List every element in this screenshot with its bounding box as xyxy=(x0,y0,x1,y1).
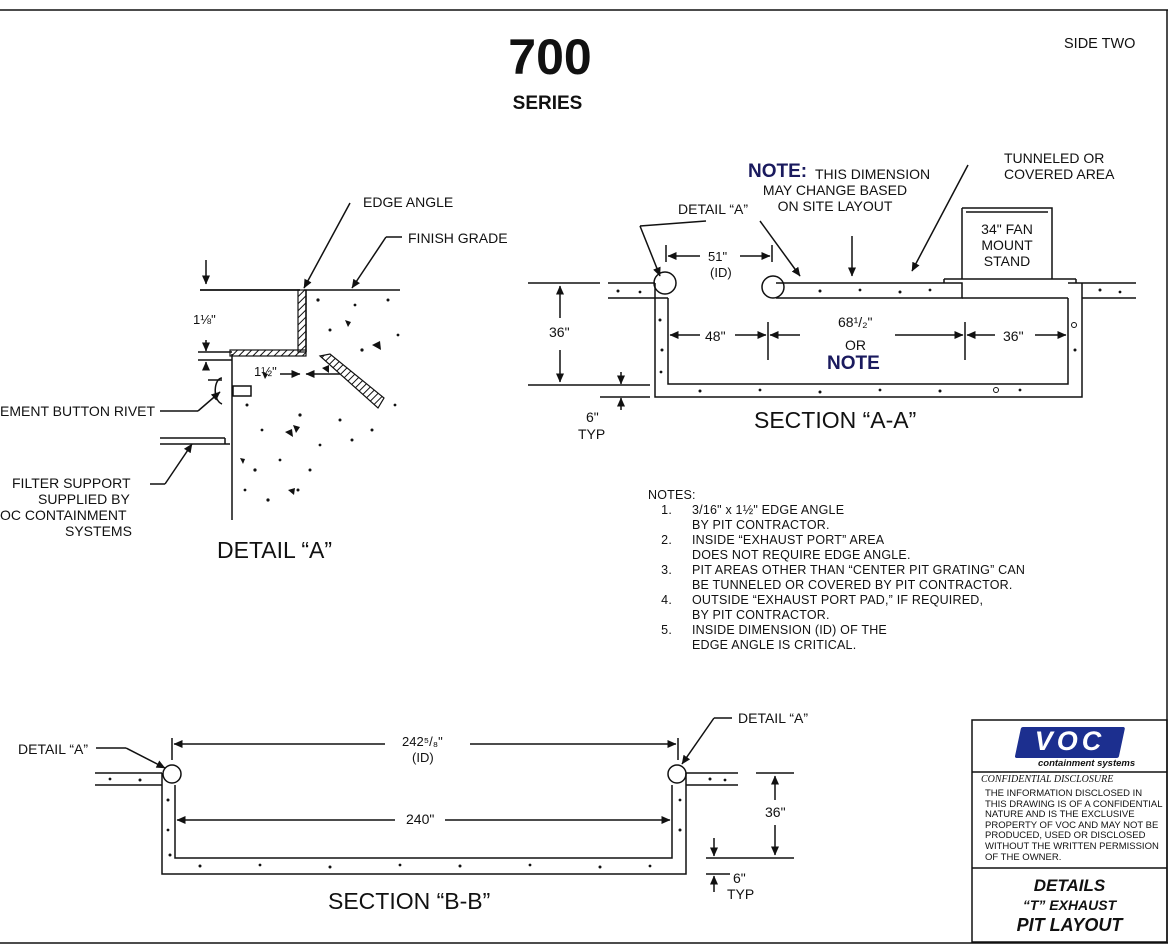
note-label: NOTE: xyxy=(748,161,808,182)
detail-a-ref-aa: DETAIL “A” xyxy=(678,201,749,217)
dim-6-aa: 6" xyxy=(586,409,599,425)
note-item-4: 4. OUTSIDE “EXHAUST PORT PAD,” IF REQUIR… xyxy=(648,593,1025,623)
note-text: BY PIT CONTRACTOR. xyxy=(692,518,830,532)
note-text-line-1: THIS DIMENSION xyxy=(815,166,931,182)
series-label: SERIES xyxy=(512,93,583,114)
note-num: 3. xyxy=(661,563,672,577)
dim-242: 242⁵/₈" xyxy=(402,734,443,749)
fan-stand-line-2: MOUNT xyxy=(981,237,1033,253)
dim-68-half: 68¹/₂" xyxy=(838,314,873,330)
section-aa-concrete-dots xyxy=(616,288,1122,394)
dim-51: 51" xyxy=(708,249,728,264)
filter-support-line-2: SUPPLIED BY xyxy=(38,491,130,507)
dim-240: 240" xyxy=(406,811,435,827)
filter-support-line-3: OC CONTAINMENT xyxy=(0,507,127,523)
conf-line: WITHOUT THE WRITTEN PERMISSION xyxy=(985,840,1159,852)
section-bb-title: SECTION “B-B” xyxy=(328,888,491,914)
section-aa-title: SECTION “A-A” xyxy=(754,407,917,433)
note-num: 5. xyxy=(661,623,672,637)
confidential-text: THE INFORMATION DISCLOSED IN THIS DRAWIN… xyxy=(985,788,1165,863)
typ-bb: TYP xyxy=(727,886,755,902)
conf-line: PROPERTY OF VOC AND MAY NOT BE xyxy=(985,819,1159,831)
typ-aa: TYP xyxy=(578,426,606,442)
note-text: 3/16" x 1½" EDGE ANGLE xyxy=(692,503,845,517)
section-bb-concrete-dots xyxy=(108,777,727,869)
edge-angle-hatched xyxy=(229,289,385,409)
voc-logo-subtitle: containment systems xyxy=(1038,758,1136,769)
note-text-line-2: MAY CHANGE BASED xyxy=(762,182,908,198)
note-text: PIT AREAS OTHER THAN “CENTER PIT GRATING… xyxy=(692,563,1026,577)
conf-line: THIS DRAWING IS OF A CONFIDENTIAL xyxy=(985,798,1163,810)
section-bb-drawing xyxy=(95,717,794,892)
voc-logo-mark xyxy=(1014,727,1125,758)
dim-48: 48" xyxy=(705,328,726,344)
detail-a-ref-bb-left: DETAIL “A” xyxy=(18,741,89,757)
tunneled-line-2: COVERED AREA xyxy=(1004,166,1115,182)
dim-1-half: 1½" xyxy=(254,364,277,379)
notes-heading: NOTES: xyxy=(648,488,696,502)
title-block-frame xyxy=(971,719,1168,943)
detail-a-title: DETAIL “A” xyxy=(217,537,333,563)
fan-stand-line-1: 34" FAN xyxy=(981,221,1033,237)
or-label: OR xyxy=(845,337,866,353)
title-details: DETAILS xyxy=(1033,876,1106,895)
filter-support-line-1: FILTER SUPPORT xyxy=(12,475,131,491)
detail-a-drawing xyxy=(150,202,402,520)
detail-a-concrete-dots xyxy=(240,298,400,502)
detail-a-ref-bb-right: DETAIL “A” xyxy=(738,710,809,726)
edge-angle-label: EDGE ANGLE xyxy=(363,194,454,210)
fan-stand-line-3: STAND xyxy=(983,253,1031,269)
dim-36-bb: 36" xyxy=(765,804,786,820)
filter-support-line-4: SYSTEMS xyxy=(65,523,132,539)
finish-grade-label: FINISH GRADE xyxy=(408,230,508,246)
dim-51-id: (ID) xyxy=(710,265,732,280)
note-text: INSIDE DIMENSION (ID) OF THE xyxy=(692,623,887,637)
note-text: DOES NOT REQUIRE EDGE ANGLE. xyxy=(692,548,911,562)
confidential-heading: CONFIDENTIAL DISCLOSURE xyxy=(981,774,1114,785)
note-text: BE TUNNELED OR COVERED BY PIT CONTRACTOR… xyxy=(692,578,1013,592)
note-text: OUTSIDE “EXHAUST PORT PAD,” IF REQUIRED, xyxy=(692,593,984,607)
side-label: SIDE TWO xyxy=(1064,36,1136,52)
conf-line: THE INFORMATION DISCLOSED IN xyxy=(985,788,1143,799)
note-big-label: NOTE xyxy=(827,353,880,374)
voc-logo: VOC xyxy=(1034,726,1106,756)
section-aa-drawing xyxy=(528,164,1136,410)
dim-36-depth: 36" xyxy=(549,324,570,340)
tunneled-line-1: TUNNELED OR xyxy=(1004,150,1105,166)
note-num: 1. xyxy=(661,503,672,517)
title-t-exhaust: “T” EXHAUST xyxy=(1022,897,1117,913)
note-text-line-3: ON SITE LAYOUT xyxy=(777,198,893,214)
conf-line: OF THE OWNER. xyxy=(985,851,1062,863)
dim-1-eighth: 1⅛" xyxy=(193,312,216,327)
note-text: INSIDE “EXHAUST PORT” AREA xyxy=(692,533,885,547)
note-text: EDGE ANGLE IS CRITICAL. xyxy=(692,638,857,652)
note-item-3: 3. PIT AREAS OTHER THAN “CENTER PIT GRAT… xyxy=(648,563,1025,593)
conf-line: PRODUCED, USED OR DISCLOSED xyxy=(985,830,1146,842)
dim-242-id: (ID) xyxy=(412,750,434,765)
rivet-label: EMENT BUTTON RIVET xyxy=(0,403,156,419)
dim-36-right: 36" xyxy=(1003,328,1024,344)
note-text: BY PIT CONTRACTOR. xyxy=(692,608,830,622)
series-number: 700 xyxy=(508,29,592,85)
dim-6-bb: 6" xyxy=(733,870,746,886)
note-num: 2. xyxy=(661,533,672,547)
note-num: 4. xyxy=(661,593,672,607)
title-pit-layout: PIT LAYOUT xyxy=(1016,915,1123,935)
conf-line: NATURE AND IS THE EXCLUSIVE xyxy=(985,809,1135,821)
